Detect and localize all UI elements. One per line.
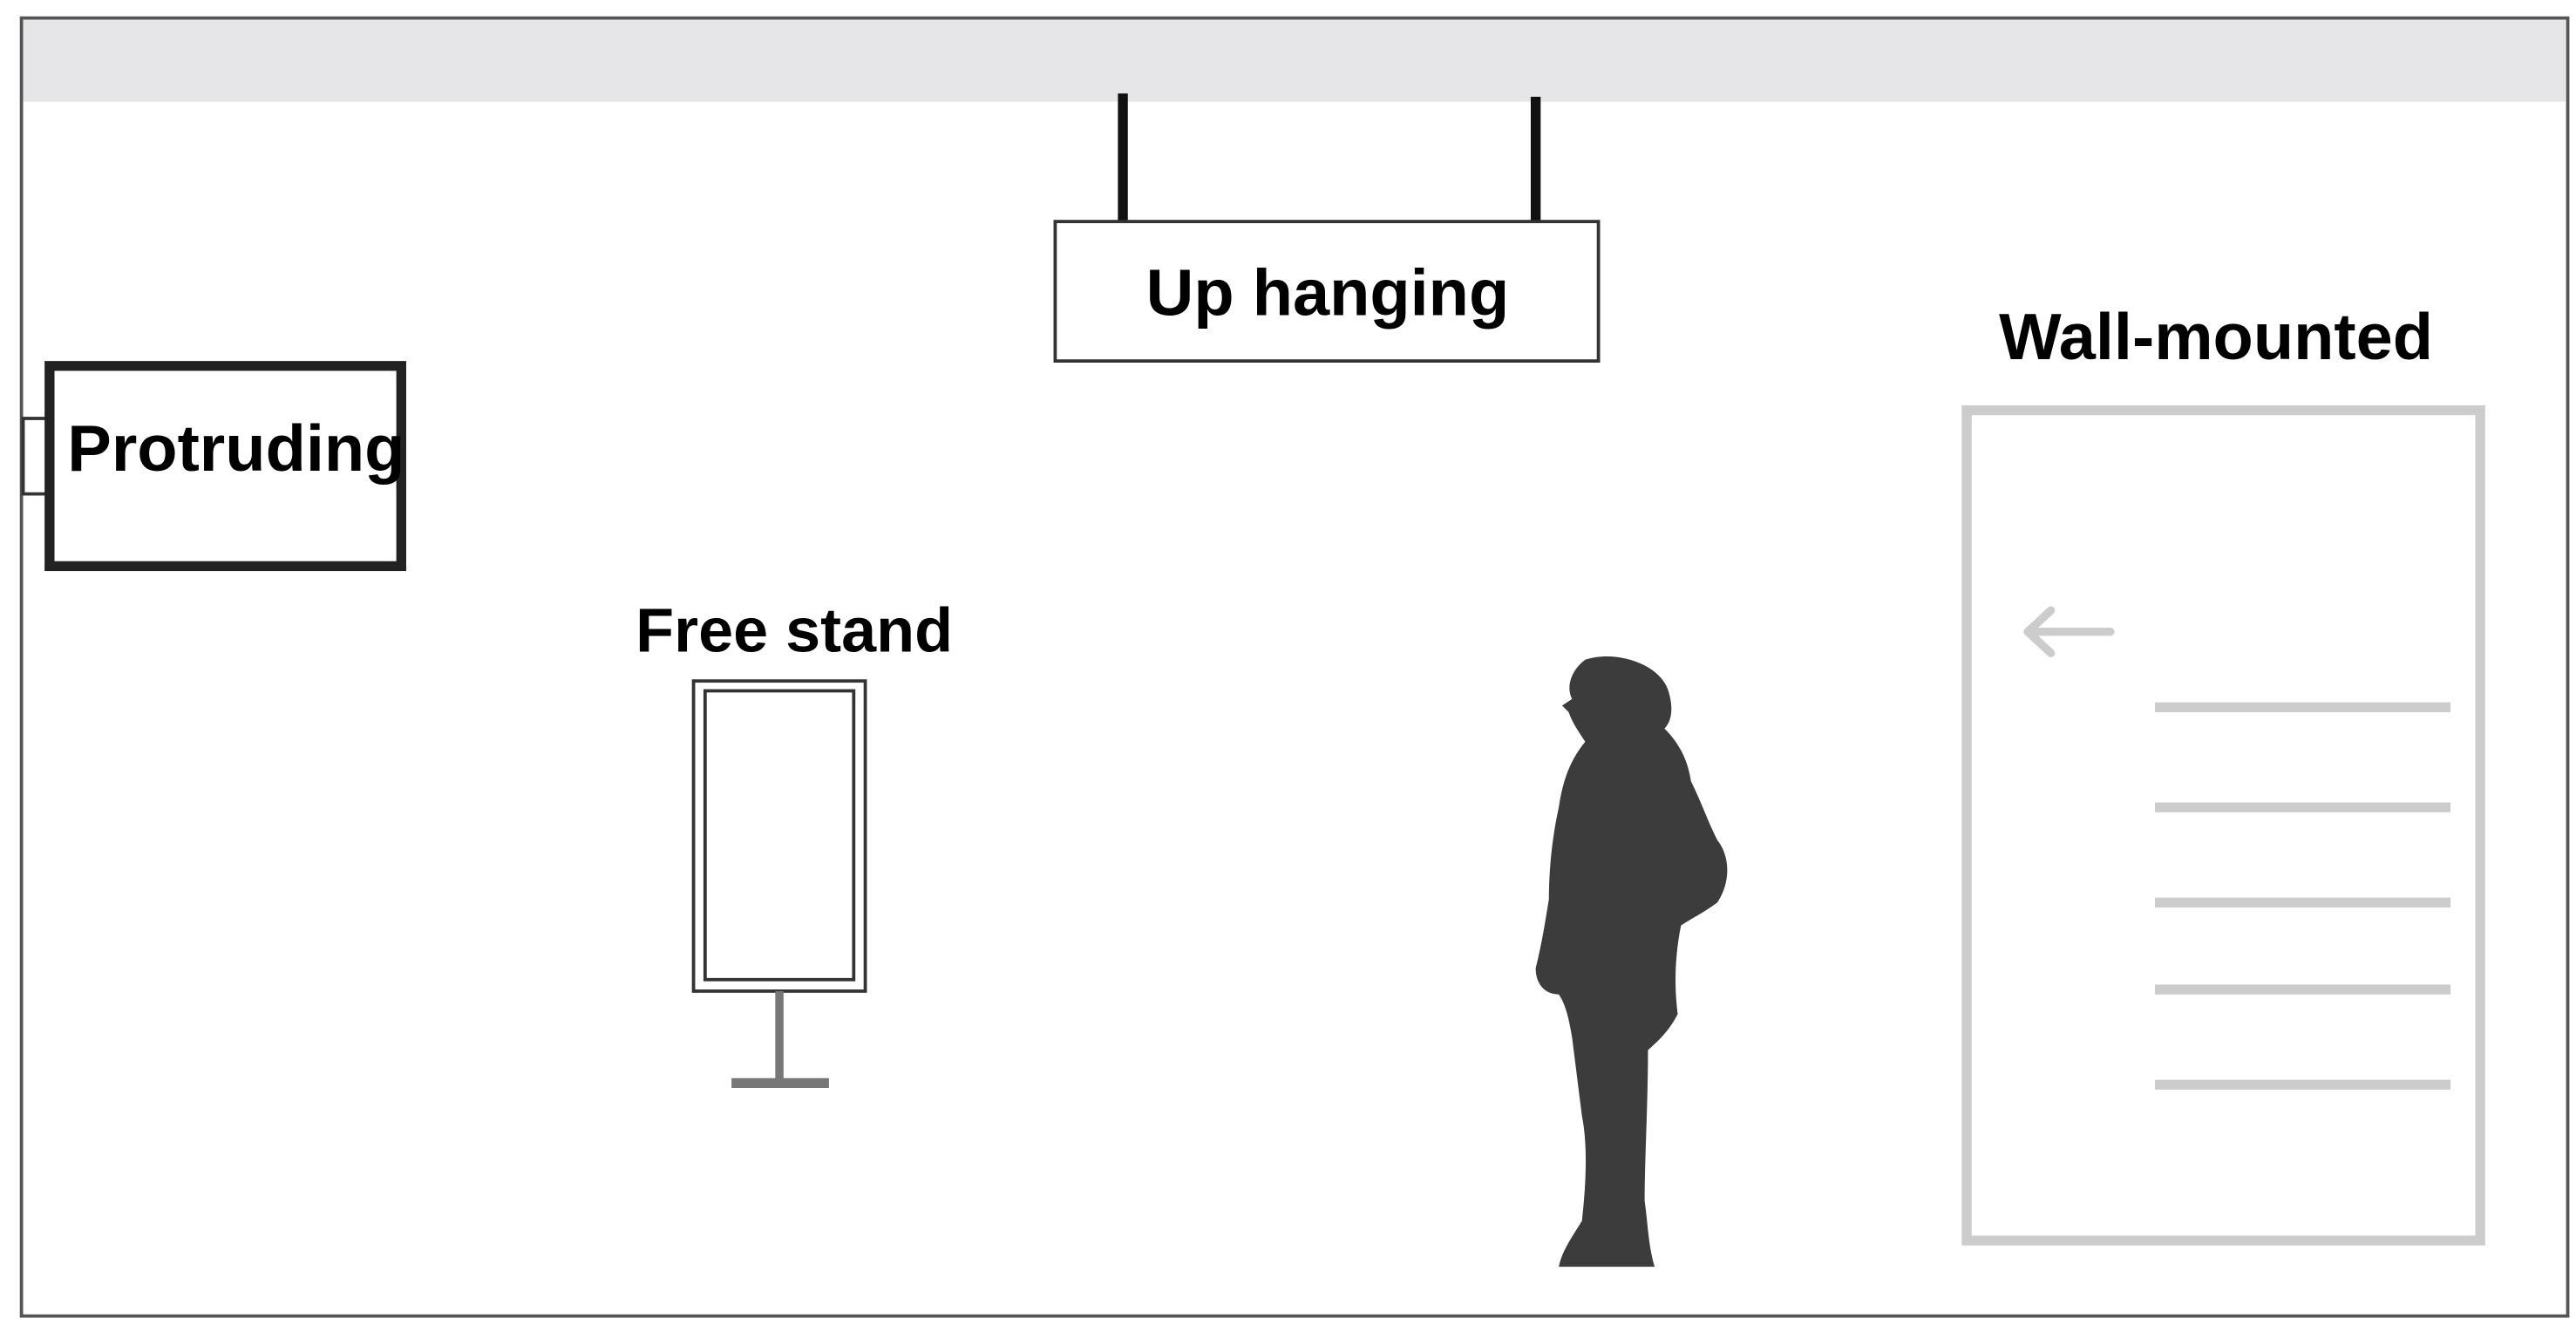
- protruding-sign-board: [44, 361, 406, 572]
- free-stand-inner-panel: [703, 689, 856, 982]
- up-hanging-label: Up hanging: [1146, 257, 1510, 330]
- directory-lines: [2154, 702, 2451, 1090]
- wall-mounted-panel: [1961, 404, 2485, 1246]
- free-stand-label: Free stand: [636, 595, 953, 665]
- left-arrow-icon: [2023, 606, 2115, 657]
- ceiling: [23, 19, 2566, 102]
- wall-mounted-label: Wall-mounted: [1999, 301, 2433, 374]
- protruding-label: Protruding: [67, 412, 404, 486]
- hanging-sign-board: [1053, 220, 1601, 363]
- wall-mounted-sign: Wall-mounted: [1961, 301, 2485, 1246]
- up-hanging-sign: Up hanging: [1053, 93, 1601, 363]
- person-silhouette-icon: [1535, 656, 1728, 1268]
- protruding-sign: Protruding: [21, 361, 406, 572]
- person-body: [1535, 656, 1728, 1268]
- free-stand-sign: Free stand: [636, 595, 953, 1088]
